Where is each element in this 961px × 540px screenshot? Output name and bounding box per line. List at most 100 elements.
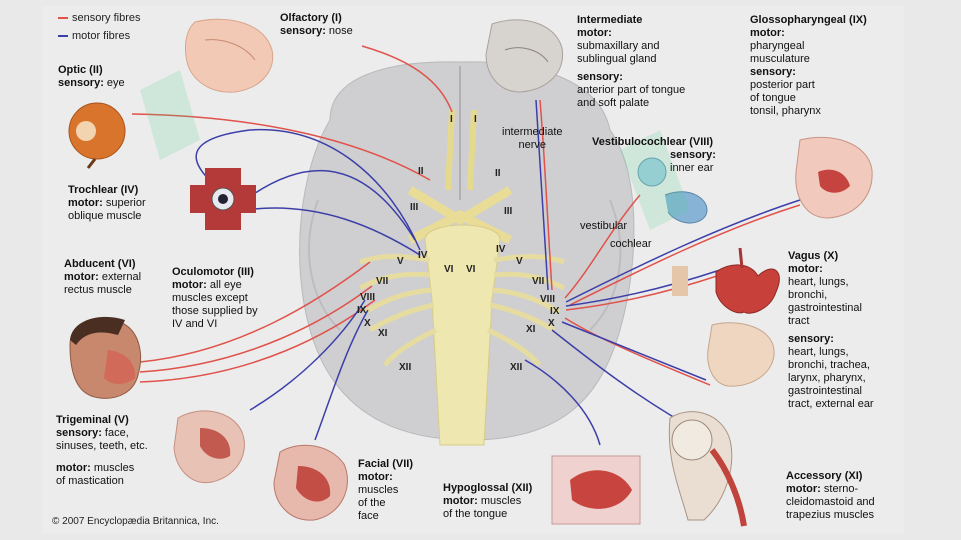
eye-illustration	[68, 102, 126, 169]
label-vestibular: vestibular	[580, 220, 628, 232]
label-trochlear: Trochlear (IV) motor: superior oblique m…	[68, 184, 146, 223]
label-vagus: Vagus (X) motor: heart, lungs, bronchi, …	[788, 250, 874, 411]
intermediate-line6: and soft palate	[577, 97, 650, 109]
oculomotor-line2: muscles except	[172, 292, 248, 304]
vagus-motor-key: motor:	[788, 263, 823, 275]
label-glossopharyngeal: Glossopharyngeal (IX) motor: pharyngeal …	[750, 14, 867, 118]
olfactory-value: nose	[328, 25, 353, 37]
olfactory-key: sensory:	[280, 25, 326, 37]
legend-motor: motor fibres	[58, 30, 130, 42]
abducent-title: Abducent (VI)	[64, 258, 136, 270]
label-intermediate: Intermediate motor: submaxillary and sub…	[577, 14, 685, 110]
brainstem	[424, 224, 501, 446]
nerve-num-VI-left: VI	[444, 264, 454, 275]
label-oculomotor: Oculomotor (III) motor: all eye muscles …	[172, 266, 258, 331]
label-intermediate-nerve: intermediate nerve	[502, 126, 563, 152]
trigeminal-motor-value: muscles	[93, 462, 135, 474]
vagus-title: Vagus (X)	[788, 250, 839, 262]
nerve-num-VII-left: VII	[376, 276, 389, 287]
brain-temporal-left	[308, 199, 341, 331]
vagus-line8: bronchi, trachea,	[788, 359, 870, 371]
vestibulocochlear-key: sensory:	[670, 149, 716, 161]
nerve-num-III-right: III	[504, 206, 513, 217]
neck-illustration	[668, 411, 747, 527]
label-facial: Facial (VII) motor: muscles of the face	[358, 458, 413, 523]
vagus-sensory-key: sensory:	[788, 333, 834, 345]
nerve-num-VII-right: VII	[532, 276, 545, 287]
glossopharyngeal-line7: tonsil, pharynx	[750, 105, 821, 117]
label-vestibulocochlear: Vestibulocochlear (VIII) sensory: inner …	[592, 136, 716, 175]
label-accessory: Accessory (XI) motor: sterno- cleidomast…	[786, 470, 875, 522]
facial-line3: of the	[358, 497, 386, 509]
trigeminal-line2: sinuses, teeth, etc.	[56, 440, 148, 452]
intermediate-nerve-line2: nerve	[518, 139, 547, 151]
nerve-num-III-left: III	[410, 202, 419, 213]
head-illustration	[69, 316, 141, 399]
nerve-roots-left	[358, 253, 438, 367]
legend-sensory-swatch	[58, 17, 68, 20]
nerve-num-IV-right: IV	[496, 244, 506, 255]
vagus-line2: heart, lungs,	[788, 276, 849, 288]
nerve-num-V-left: V	[397, 256, 404, 267]
glossopharyngeal-line6: of tongue	[750, 92, 796, 104]
accessory-value: sterno-	[823, 483, 859, 495]
optic-title: Optic (II)	[58, 64, 103, 76]
tongue-illustration	[551, 455, 641, 525]
glossopharyngeal-line2: pharyngeal	[750, 40, 805, 52]
glossopharyngeal-line3: musculature	[750, 53, 810, 65]
jaw-muscle-illustration	[173, 410, 245, 484]
trigeminal-line4: of mastication	[56, 475, 124, 487]
facial-title: Facial (VII)	[358, 458, 414, 470]
nerve-num-II-left: II	[418, 166, 424, 177]
intermediate-sensory-key: sensory:	[577, 71, 623, 83]
watermark	[140, 70, 690, 230]
hypoglossal-title: Hypoglossal (XII)	[443, 482, 533, 494]
intermediate-line2: submaxillary and	[577, 40, 660, 52]
eye-muscles-illustration	[190, 168, 256, 230]
intermediate-title: Intermediate	[577, 14, 643, 26]
abducent-line2: rectus muscle	[64, 284, 132, 296]
nerve-num-I-right: I	[474, 114, 477, 125]
optic-value: eye	[106, 77, 125, 89]
motor-fibres	[195, 99, 801, 446]
olfactory-tract-right	[467, 109, 477, 191]
copyright: © 2007 Encyclopædia Britannica, Inc.	[52, 516, 219, 527]
nerve-num-II-right: II	[495, 168, 501, 179]
nerve-num-I-left: I	[450, 114, 453, 125]
oculomotor-value: all eye	[209, 279, 242, 291]
trochlear-line2: oblique muscle	[68, 210, 142, 222]
nerve-num-XI-left: XI	[378, 328, 388, 339]
vestibulocochlear-line2: inner ear	[670, 162, 714, 174]
accessory-title: Accessory (XI)	[786, 470, 863, 482]
label-trigeminal: Trigeminal (V) sensory: face, sinuses, t…	[56, 414, 148, 488]
nerve-num-IV-left: IV	[418, 250, 428, 261]
intermediate-line3: sublingual gland	[577, 53, 657, 65]
vagus-line5: tract	[788, 315, 810, 327]
nerve-num-X-left: X	[364, 318, 371, 329]
vagus-line9: larynx, pharynx,	[788, 372, 866, 384]
vestibulocochlear-title: Vestibulocochlear (VIII)	[592, 136, 714, 148]
legend-motor-swatch	[58, 35, 68, 38]
accessory-key: motor:	[786, 483, 821, 495]
hypoglossal-value: muscles	[480, 495, 522, 507]
inner-ear-illustration	[637, 157, 708, 224]
glossopharyngeal-line5: posterior part	[750, 79, 815, 91]
nerve-num-VI-right: VI	[466, 264, 476, 275]
legend-sensory-text: sensory fibres	[72, 12, 141, 24]
oculomotor-key: motor:	[172, 279, 207, 291]
label-abducent: Abducent (VI) motor: external rectus mus…	[64, 258, 141, 297]
intermediate-nerve-line1: intermediate	[502, 126, 563, 138]
nerve-num-VIII-left: VIII	[360, 292, 376, 303]
nose-illustration	[185, 18, 274, 93]
legend-motor-text: motor fibres	[72, 30, 131, 42]
label-hypoglossal: Hypoglossal (XII) motor: muscles of the …	[443, 482, 532, 521]
glossopharyngeal-motor-key: motor:	[750, 27, 785, 39]
nerve-num-V-right: V	[516, 256, 523, 267]
oculomotor-line4: IV and VI	[172, 318, 218, 330]
vagus-line11: tract, external ear	[788, 398, 874, 410]
nerve-num-X-right: X	[548, 318, 555, 329]
gland-illustration	[485, 19, 564, 93]
intermediate-motor-key: motor:	[577, 27, 612, 39]
trigeminal-value: face,	[104, 427, 129, 439]
